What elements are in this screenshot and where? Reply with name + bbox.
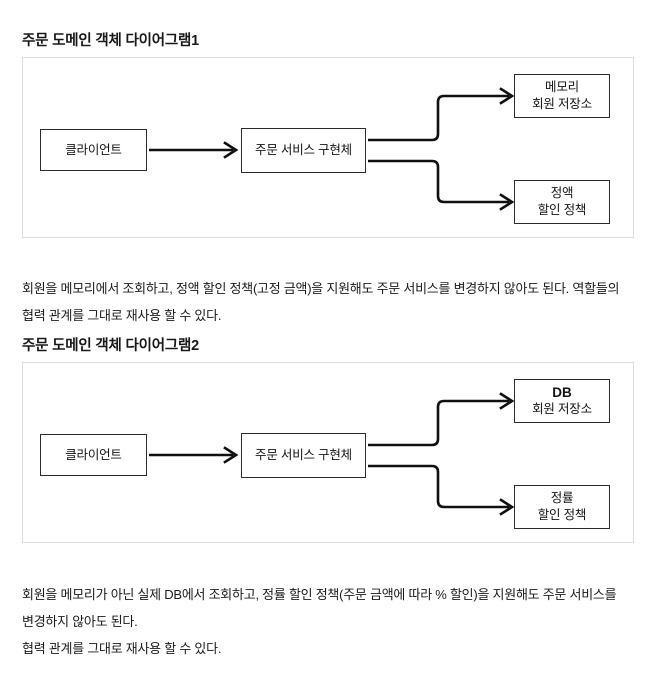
node-member-repository-label-line1-1: 메모리 (545, 80, 579, 94)
node-client-label-1: 클라이언트 (65, 142, 122, 157)
node-client-label-2: 클라이언트 (65, 447, 122, 462)
node-order-service-label-2: 주문 서비스 구현체 (255, 448, 352, 462)
node-order-service-2: 주문 서비스 구현체 (241, 433, 366, 478)
diagram-container-2: 클라이언트 주문 서비스 구현체 DB 회원 저장소 정률 할인 정책 (22, 362, 634, 543)
node-discount-policy-label-line2-2: 할인 정책 (537, 508, 587, 522)
node-member-repository-label-line1-2: DB (552, 385, 572, 400)
connector-service-to-repository-2 (368, 399, 509, 447)
node-order-service-1: 주문 서비스 구현체 (241, 128, 366, 173)
node-member-repository-label-line2-2: 회원 저장소 (532, 402, 592, 416)
paragraph-diagram-2-line-1: 회원을 메모리가 아닌 실제 DB에서 조회하고, 정률 할인 정책(주문 금액… (22, 587, 617, 629)
node-member-repository-1: 메모리 회원 저장소 (514, 74, 610, 118)
connector-canvas-1 (149, 87, 515, 211)
node-discount-policy-1: 정액 할인 정책 (514, 180, 610, 224)
node-discount-policy-label-line1-2: 정률 (550, 491, 574, 505)
node-client-1: 클라이언트 (40, 129, 147, 171)
connector-service-to-policy (368, 159, 509, 204)
node-member-repository-2: DB 회원 저장소 (514, 379, 610, 423)
paragraph-diagram-2-line-2: 협력 관계를 그대로 재사용 할 수 있다. (22, 641, 222, 656)
page-title-diagram-2: 주문 도메인 객체 다이어그램2 (22, 338, 200, 354)
arrowhead-service-to-policy (499, 193, 515, 211)
node-client-2: 클라이언트 (40, 434, 147, 476)
node-discount-policy-label-line1-1: 정액 (550, 186, 574, 200)
connector-service-to-policy-2 (368, 464, 509, 509)
connector-service-to-repository (368, 94, 509, 142)
node-discount-policy-label-line2-1: 할인 정책 (537, 203, 587, 217)
node-order-service-label-1: 주문 서비스 구현체 (255, 143, 352, 157)
arrowhead-service-to-policy-2 (499, 498, 515, 516)
arrowhead-client-to-service (223, 141, 239, 159)
arrowhead-client-to-service-2 (223, 446, 239, 464)
connector-canvas-2 (149, 392, 515, 516)
node-member-repository-label-line2-1: 회원 저장소 (532, 97, 592, 111)
arrowhead-service-to-repository (499, 87, 515, 105)
diagram-container-1: 클라이언트 주문 서비스 구현체 메모리 회원 저장소 정액 할인 정책 (22, 57, 634, 238)
page-title-diagram-1: 주문 도메인 객체 다이어그램1 (22, 33, 200, 49)
paragraph-diagram-1: 회원을 메모리에서 조회하고, 정액 할인 정책(고정 금액)을 지원해도 주문… (22, 281, 620, 323)
node-discount-policy-2: 정률 할인 정책 (514, 485, 610, 529)
arrowhead-service-to-repository-2 (499, 392, 515, 410)
